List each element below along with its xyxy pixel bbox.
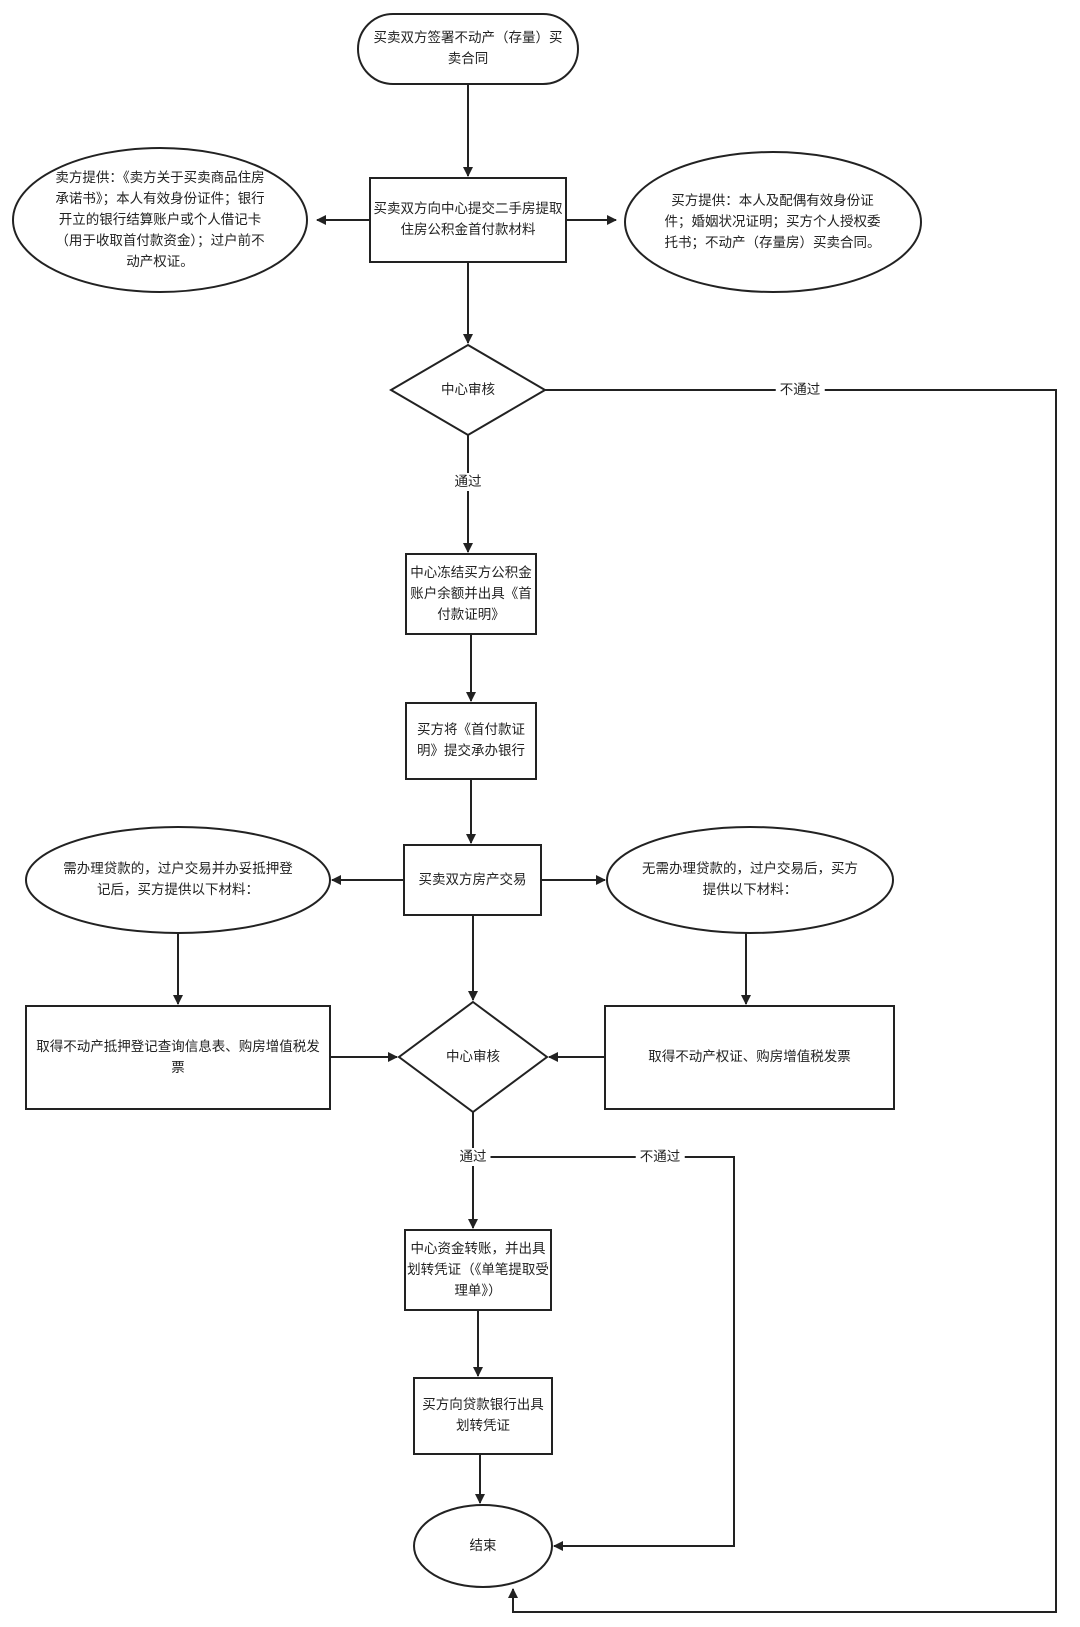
to-bank-label: 买方将《首付款证明》提交承办银行 [417,722,525,759]
edge-review1-fail-end [508,389,1057,1613]
seller-docs: 卖方提供：《卖方关于买卖商品住房承诺书》；本人有效身份证件；银行开立的银行结算账… [50,160,270,280]
start-label: 买卖双方签署不动产（存量）买卖合同 [373,30,563,67]
mortgage-docs-box: 取得不动产抵押登记查询信息表、购房增值税发票 [32,1010,324,1105]
bank-voucher-box-shape [413,1377,553,1455]
with-loan: 需办理贷款的，过户交易并办妥抵押登记后，买方提供以下材料： [58,845,298,915]
end-label: 结束 [469,1537,497,1554]
trade-label: 买卖双方房产交易 [418,871,527,888]
edge-review2-fail-end [473,1156,735,1551]
buyer-docs: 买方提供：本人及配偶有效身份证件；婚姻状况证明；买方个人授权委托书；不动产（存量… [660,170,885,274]
buyer-docs-label: 买方提供：本人及配偶有效身份证件；婚姻状况证明；买方个人授权委托书；不动产（存量… [664,192,881,251]
mortgage-docs-label: 取得不动产抵押登记查询信息表、购房增值税发票 [36,1038,320,1076]
trade-box: 买卖双方房产交易 [406,847,539,913]
title-docs-box: 取得不动产权证、购房增值税发票 [611,1010,888,1105]
review2-pass-label: 通过 [455,1148,491,1166]
buyer-docs-ellipse [624,151,922,293]
review1-label: 中心审核 [441,381,495,398]
no-loan-label: 无需办理贷款的，过户交易后，买方提供以下材料： [642,861,858,898]
bank-voucher-label: 买方向贷款银行出具划转凭证 [422,1397,544,1434]
start-terminal: 买卖双方签署不动产（存量）买卖合同 [368,20,568,78]
review1-fail-label: 不通过 [775,381,825,399]
freeze-label: 中心冻结买方公积金账户余额并出具《首付款证明》 [410,564,532,623]
mortgage-docs-box-shape [25,1005,331,1110]
submit-box: 买卖双方向中心提交二手房提取住房公积金首付款材料 [373,181,563,259]
transfer-box: 中心资金转账，并出具划转凭证（《单笔提取受理单》） [407,1232,549,1308]
bank-voucher-box: 买方向贷款银行出具划转凭证 [416,1380,550,1452]
title-docs-label: 取得不动产权证、购房增值税发票 [648,1049,851,1065]
submit-label: 买卖双方向中心提交二手房提取住房公积金首付款材料 [373,201,563,238]
title-docs-box-shape [604,1005,895,1110]
review1: 中心审核 [413,378,523,402]
review2-fail-label: 不通过 [635,1148,685,1166]
seller-docs-label: 卖方提供：《卖方关于买卖商品住房承诺书》；本人有效身份证件；银行开立的银行结算账… [55,169,265,270]
submit-box-shape [369,177,567,263]
review1-pass-label: 通过 [450,473,486,491]
seller-docs-ellipse [12,147,308,293]
to-bank-box: 买方将《首付款证明》提交承办银行 [408,705,534,777]
no-loan: 无需办理贷款的，过户交易后，买方提供以下材料： [636,845,864,915]
review2-label: 中心审核 [446,1048,500,1065]
no-loan-ellipse [606,826,894,934]
end-terminal-shape [413,1504,553,1588]
freeze-box: 中心冻结买方公积金账户余额并出具《首付款证明》 [408,556,534,632]
review2: 中心审核 [418,1045,528,1069]
with-loan-label: 需办理贷款的，过户交易并办妥抵押登记后，买方提供以下材料： [63,861,293,898]
transfer-label: 中心资金转账，并出具划转凭证（《单笔提取受理单》） [407,1240,549,1299]
end-terminal: 结束 [433,1534,533,1558]
